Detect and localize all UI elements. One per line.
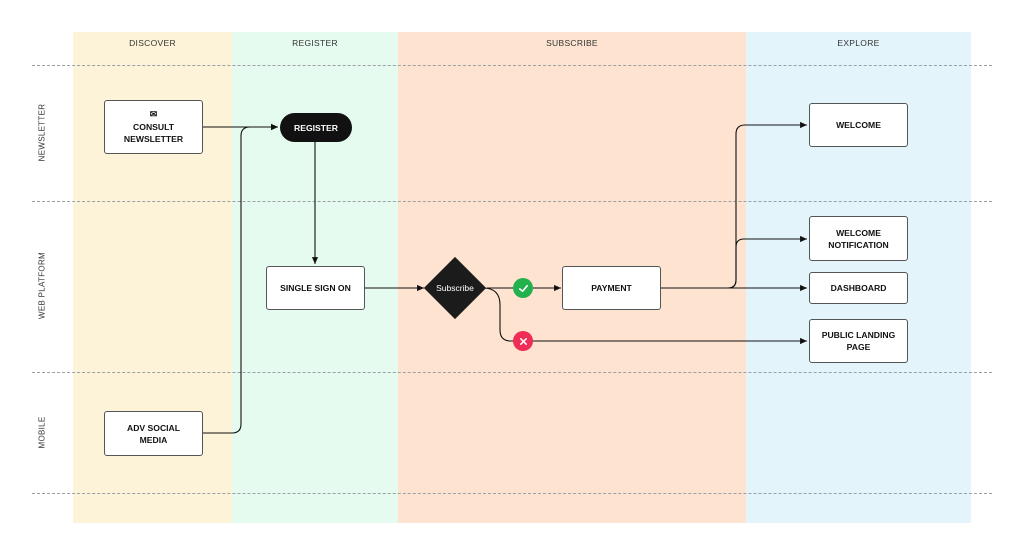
welcome-node[interactable]: WELCOME — [809, 103, 908, 147]
x-icon — [513, 331, 533, 351]
dashboard-label: DASHBOARD — [830, 283, 887, 293]
adv-social-media-node[interactable]: ADV SOCIAL MEDIA — [104, 411, 203, 456]
welcome-notification-label: WELCOME NOTIFICATION — [828, 227, 889, 250]
check-icon — [513, 278, 533, 298]
welcome-notification-node[interactable]: WELCOME NOTIFICATION — [809, 216, 908, 261]
dashboard-node[interactable]: DASHBOARD — [809, 272, 908, 304]
connector-social-register — [203, 123, 278, 434]
subscribe-label: Subscribe — [436, 283, 474, 293]
welcome-label: WELCOME — [836, 120, 881, 130]
public-landing-page-label: PUBLIC LANDING PAGE — [821, 330, 896, 352]
payment-label: PAYMENT — [591, 283, 632, 293]
column-title-explore: EXPLORE — [837, 38, 880, 48]
connector-subscribe-landing — [482, 287, 807, 345]
register-node[interactable]: REGISTER — [280, 113, 352, 142]
public-landing-page-node[interactable]: PUBLIC LANDING PAGE — [809, 319, 908, 363]
envelope-icon: ✉ — [149, 109, 158, 119]
consult-newsletter-node[interactable]: ✉ CONSULT NEWSLETTER — [104, 100, 203, 154]
payment-node[interactable]: PAYMENT — [562, 266, 661, 310]
column-title-discover: DISCOVER — [129, 38, 176, 48]
consult-newsletter-label: CONSULT NEWSLETTER — [123, 122, 184, 144]
row-divider — [32, 201, 992, 202]
register-label: REGISTER — [294, 122, 338, 133]
single-sign-on-node[interactable]: SINGLE SIGN ON — [266, 266, 365, 310]
subscribe-decision[interactable]: Subscribe — [423, 256, 487, 320]
row-divider — [32, 493, 992, 494]
row-divider — [32, 372, 992, 373]
row-divider — [32, 65, 992, 66]
single-sign-on-label: SINGLE SIGN ON — [280, 283, 351, 293]
column-title-subscribe: SUBSCRIBE — [546, 38, 598, 48]
connector-payment-notification — [661, 235, 807, 289]
adv-social-media-label: ADV SOCIAL MEDIA — [127, 422, 180, 445]
connector-payment-welcome — [661, 121, 807, 289]
column-title-register: REGISTER — [292, 38, 338, 48]
